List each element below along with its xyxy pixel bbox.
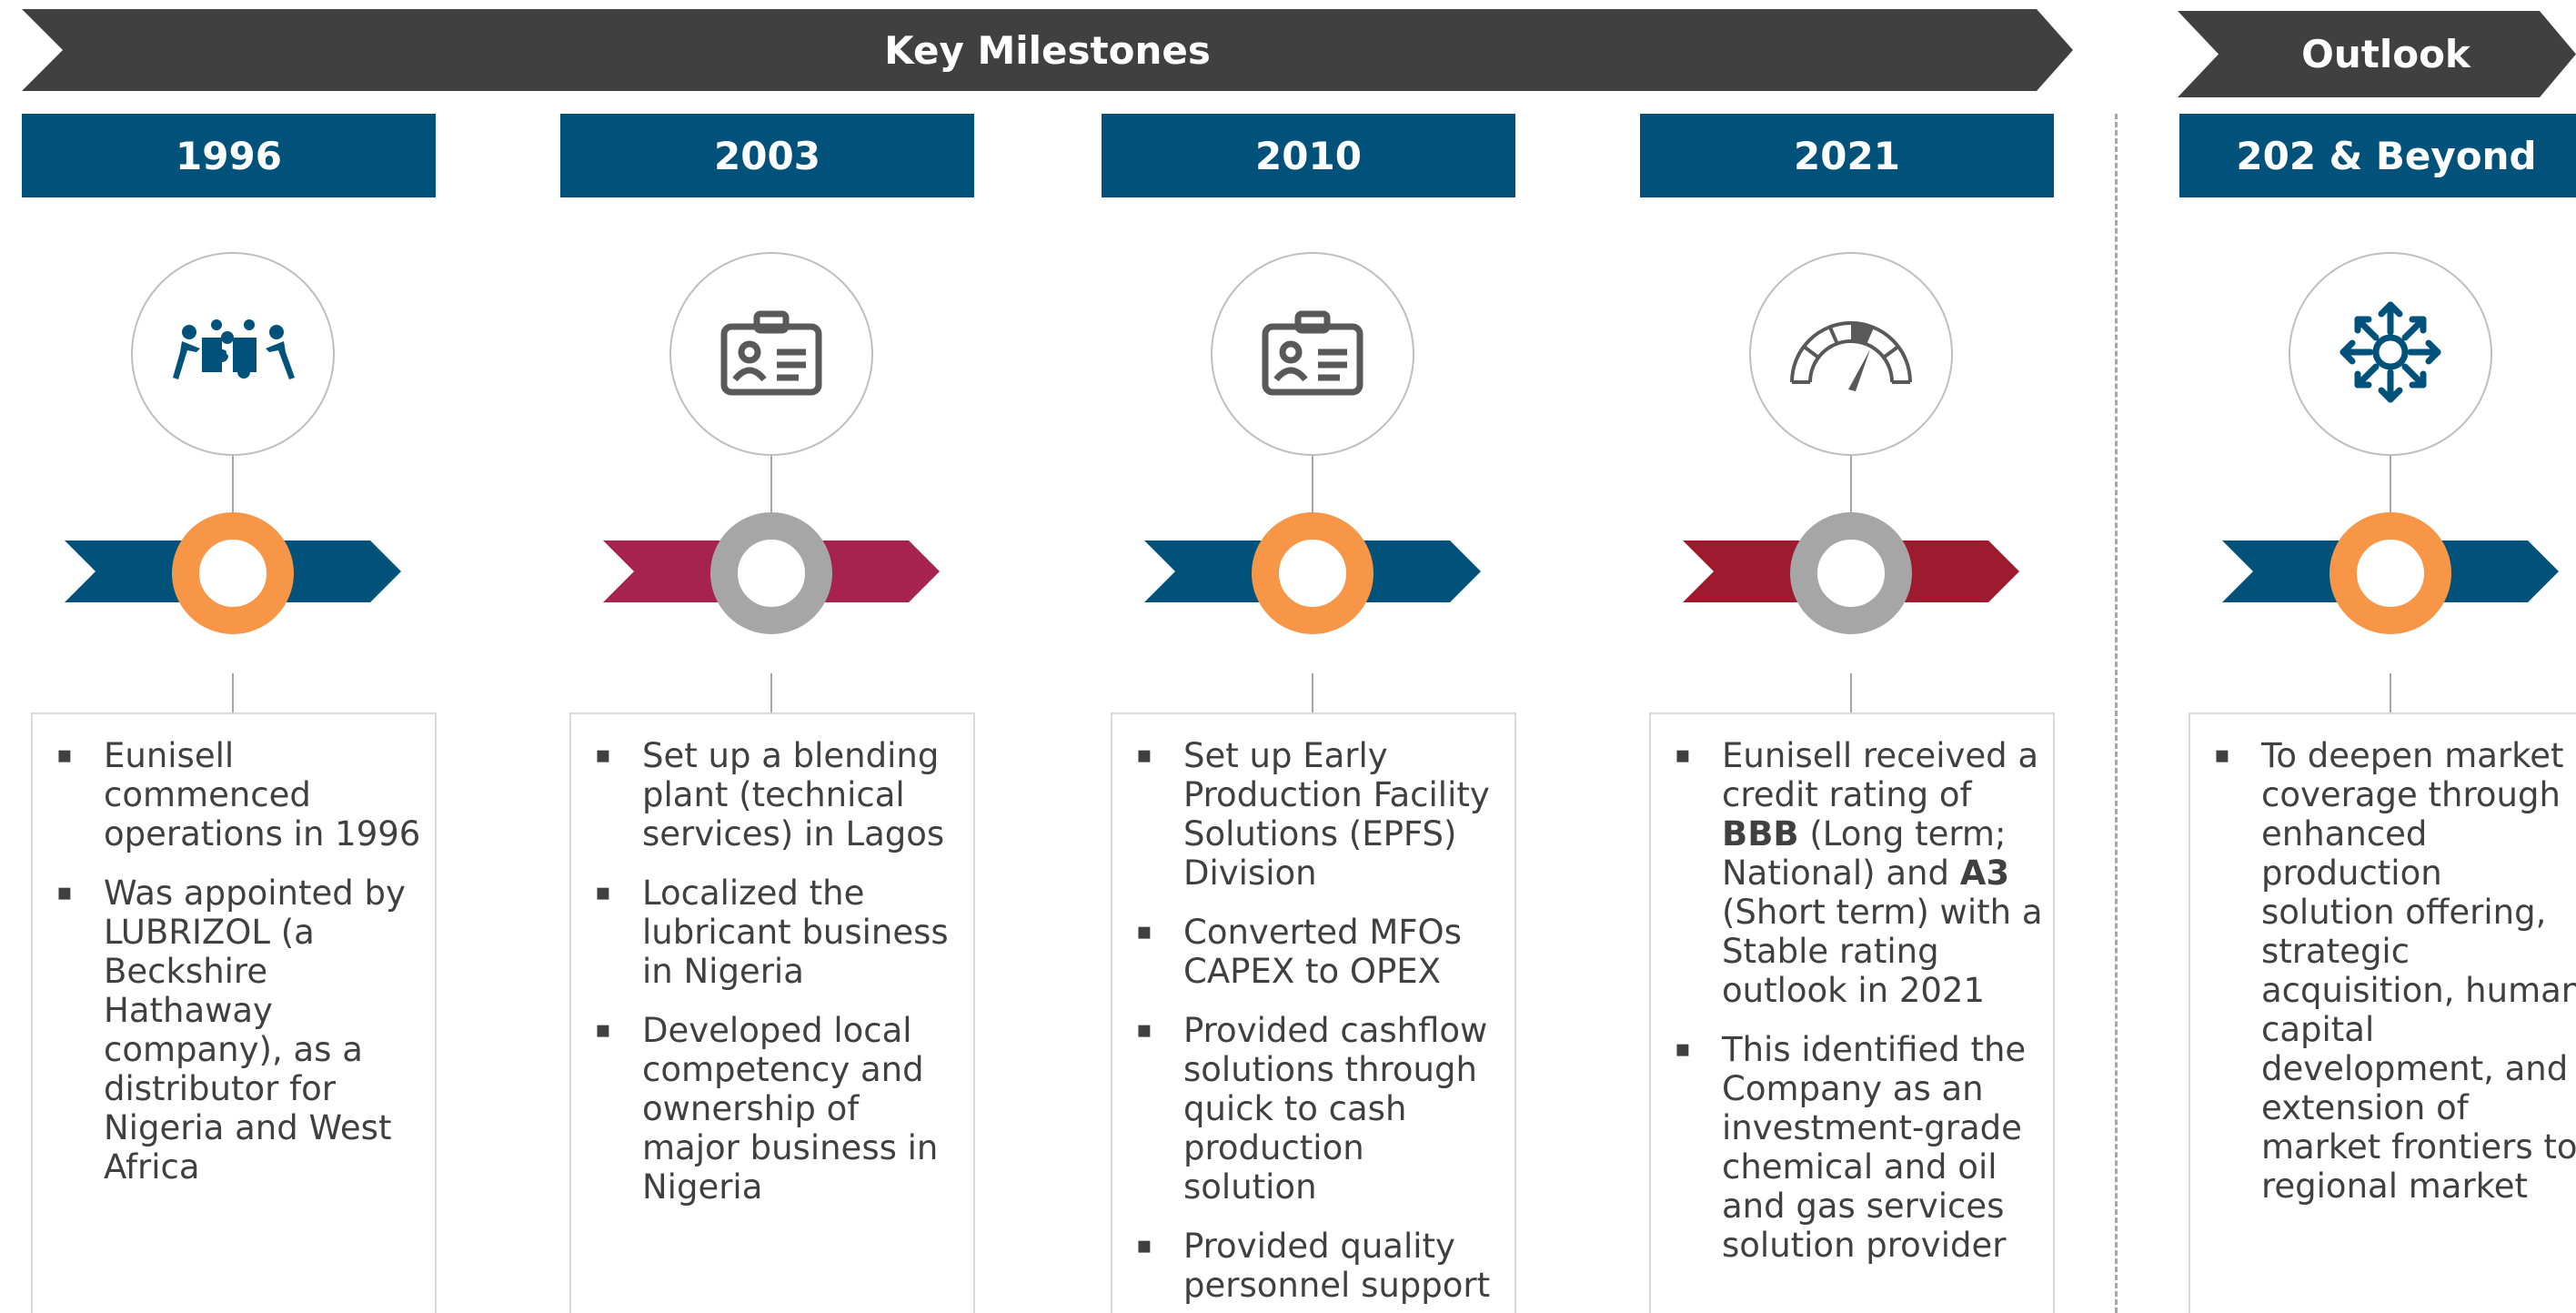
bullet-text: Set up Early Production Facility Solutio… bbox=[1183, 736, 1490, 893]
section-divider bbox=[2115, 114, 2118, 1313]
teamwork-puzzle-icon: c bbox=[169, 316, 297, 392]
milestone-details-box: Set up Early Production Facility Solutio… bbox=[1111, 712, 1516, 1313]
bullet-text: Developed local competency and ownership… bbox=[642, 1011, 939, 1207]
icon-circle bbox=[1749, 252, 1953, 456]
bullet-item: Eunisell commenced operations in 1996 bbox=[56, 736, 426, 853]
bullet-item: Provided cashflow solutions through quic… bbox=[1136, 1011, 1505, 1207]
year-header: 1996 bbox=[22, 114, 436, 197]
bullet-text: Localized the lubricant business in Nige… bbox=[642, 874, 949, 991]
connector-line bbox=[2390, 673, 2391, 712]
bullet-list: Set up Early Production Facility Solutio… bbox=[1112, 714, 1514, 1305]
bullet-list: Set up a blending plant (technical servi… bbox=[571, 714, 973, 1207]
bullet-text: Set up a blending plant (technical servi… bbox=[642, 736, 945, 853]
icon-circle bbox=[669, 252, 873, 456]
bullet-text: Provided cashflow solutions through quic… bbox=[1183, 1011, 1488, 1207]
year-header: 2003 bbox=[560, 114, 974, 197]
id-badge-icon bbox=[1258, 307, 1367, 401]
bullet-item: Eunisell received a credit rating of BBB… bbox=[1675, 736, 2044, 1010]
bullet-text: Was appointed by LUBRIZOL (a Beckshire H… bbox=[104, 874, 406, 1187]
bullet-text: Converted MFOs CAPEX to OPEX bbox=[1183, 913, 1462, 991]
id-badge-icon bbox=[717, 307, 826, 401]
icon-circle: c bbox=[131, 252, 335, 456]
bullet-item: Provided quality personnel support bbox=[1136, 1227, 1505, 1305]
milestone-column-2003: 2003Set up a blending plant (technical s… bbox=[560, 0, 975, 1313]
year-header: 2021 bbox=[1640, 114, 2054, 197]
connector-line bbox=[1312, 456, 1313, 512]
timeline-ring-marker bbox=[2329, 512, 2451, 634]
bullet-text: Eunisell commenced operations in 1996 bbox=[104, 736, 421, 853]
timeline-ring-marker bbox=[1252, 512, 1374, 634]
milestone-column-2021: 2021Eunisell received a credit rating of… bbox=[1640, 0, 2055, 1313]
milestone-column-1996: 1996 cEunisell commenced operations in 19… bbox=[22, 0, 437, 1313]
bullet-text: Provided quality personnel support bbox=[1183, 1227, 1491, 1305]
timeline-ring-marker bbox=[172, 512, 294, 634]
milestone-details-box: Eunisell commenced operations in 1996Was… bbox=[31, 712, 437, 1313]
bullet-item: Localized the lubricant business in Nige… bbox=[595, 874, 964, 991]
connector-line bbox=[1850, 456, 1852, 512]
expand-arrows-icon bbox=[2336, 298, 2445, 410]
bullet-item: To deepen market coverage through enhanc… bbox=[2214, 736, 2576, 1206]
connector-line bbox=[232, 673, 234, 712]
bullet-item: Developed local competency and ownership… bbox=[595, 1011, 964, 1207]
icon-circle bbox=[1211, 252, 1414, 456]
connector-line bbox=[1312, 673, 1313, 712]
bold-rating-text: A3 bbox=[1959, 853, 2010, 893]
timeline-ring-marker bbox=[1790, 512, 1912, 634]
bullet-item: This identified the Company as an invest… bbox=[1675, 1030, 2044, 1265]
gauge-icon bbox=[1783, 302, 1919, 406]
bullet-item: Was appointed by LUBRIZOL (a Beckshire H… bbox=[56, 874, 426, 1187]
bullet-item: Converted MFOs CAPEX to OPEX bbox=[1136, 913, 1505, 991]
svg-text:c: c bbox=[226, 345, 233, 359]
connector-line bbox=[1850, 673, 1852, 712]
bullet-item: Set up a blending plant (technical servi… bbox=[595, 736, 964, 853]
connector-line bbox=[770, 673, 772, 712]
connector-line bbox=[2390, 456, 2391, 512]
key-milestones-banner: Key Milestones bbox=[22, 9, 2073, 91]
milestone-details-box: Eunisell received a credit rating of BBB… bbox=[1649, 712, 2055, 1313]
bullet-text: (Long term; National) and bbox=[1722, 814, 2007, 893]
milestone-details-box: Set up a blending plant (technical servi… bbox=[569, 712, 975, 1313]
bullet-text: This identified the Company as an invest… bbox=[1722, 1030, 2027, 1265]
bullet-list: To deepen market coverage through enhanc… bbox=[2190, 714, 2576, 1206]
milestone-details-box: To deepen market coverage through enhanc… bbox=[2189, 712, 2576, 1313]
outlook-banner: Outlook bbox=[2178, 11, 2576, 97]
connector-line bbox=[232, 456, 234, 512]
bullet-item: Set up Early Production Facility Solutio… bbox=[1136, 736, 1505, 893]
key-milestones-title: Key Milestones bbox=[884, 27, 1211, 73]
icon-circle bbox=[2289, 252, 2492, 456]
milestone-column-202-beyond: 202 & Beyond To deepen market coverage th… bbox=[2179, 0, 2576, 1313]
milestone-column-2010: 2010Set up Early Production Facility Sol… bbox=[1102, 0, 1516, 1313]
connector-line bbox=[770, 456, 772, 512]
bold-rating-text: BBB bbox=[1722, 814, 1799, 853]
bullet-text: (Short term) with a Stable rating outloo… bbox=[1722, 893, 2043, 1010]
timeline-ring-marker bbox=[710, 512, 832, 634]
bullet-text: To deepen market coverage through enhanc… bbox=[2261, 736, 2576, 1206]
outlook-title: Outlook bbox=[2301, 32, 2470, 76]
year-header: 2010 bbox=[1102, 114, 1515, 197]
bullet-text: Eunisell received a credit rating of bbox=[1722, 736, 2039, 814]
bullet-list: Eunisell commenced operations in 1996Was… bbox=[33, 714, 435, 1187]
bullet-list: Eunisell received a credit rating of BBB… bbox=[1651, 714, 2053, 1265]
year-header: 202 & Beyond bbox=[2179, 114, 2576, 197]
